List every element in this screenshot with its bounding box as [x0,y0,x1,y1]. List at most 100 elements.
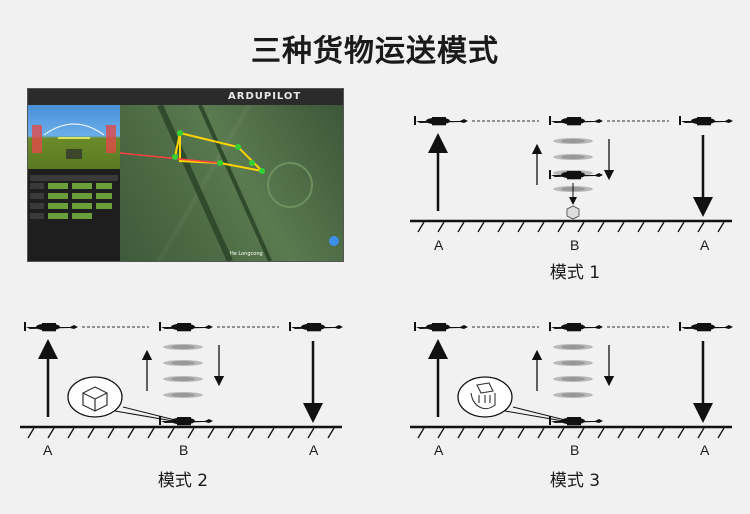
mode-1-ground-hatch [717,221,725,233]
mode-2-ground-hatch [307,427,315,439]
mode-2-ground-hatch [327,427,335,439]
hud-overlay [32,123,116,159]
mode-1-ground-hatch [537,221,545,233]
mode-1-ground-hatch [517,221,525,233]
mode-3-ground-hatch [677,427,685,439]
mode-1-ground-hatch [497,221,505,233]
mode-3-ground-hatch [637,427,645,439]
mode-3-callout-line [512,406,570,422]
mode-1-ground-hatch [597,221,605,233]
mode-2-point-b: B [179,442,189,458]
mode-3-callout-line [504,410,564,422]
mode-2-point-a-right: A [309,442,319,458]
mode-2-ground-hatch [147,427,155,439]
mode-2-drone-landed [159,416,213,426]
mode-1-descent-trail [553,154,593,160]
mode-3-ground-hatch [557,427,565,439]
mode-1-ground-hatch [477,221,485,233]
mode-1-ground-hatch [417,221,425,233]
mode-2-ground-hatch [207,427,215,439]
mode-3-descent-trail [553,344,593,350]
mode-3-ground-hatch [617,427,625,439]
page-title: 三种货物运送模式 [251,34,499,69]
flight-path [119,103,339,261]
mode-3-ground-hatch [517,427,525,439]
mode-3-ground-hatch [717,427,725,439]
mode-1-drone-right [679,116,733,126]
mode-1-point-a-left: A [434,237,444,253]
mode-1-ground-hatch [617,221,625,233]
mode-2-descent-trail [163,344,203,350]
mode-1-point-b: B [570,237,580,253]
mode-3-ground-hatch [477,427,485,439]
mode-2-ground-hatch [87,427,95,439]
mode-3-drone-right [679,322,733,332]
mode-2-ground-hatch [267,427,275,439]
mode-3-ground-hatch [457,427,465,439]
mode-2-descent-trail [163,360,203,366]
mode-3-ground-hatch [657,427,665,439]
mode-3-caption: 模式 3 [549,471,601,491]
mode-3-hand-with-package-icon [476,382,494,394]
mode-1-ground-hatch [437,221,445,233]
mode-2-callout-line [114,410,174,422]
mode-2-descent-trail [163,376,203,382]
mode-3-descent-trail [553,392,593,398]
mode-1-ground-hatch [457,221,465,233]
control-panel [28,169,120,261]
mode-3-drone-center [549,322,603,332]
mode-2-callout-bubble [67,376,123,418]
mode-3-descent-trail [553,360,593,366]
mode-1-drone-center [549,116,603,126]
mode-1-point-a-right: A [700,237,710,253]
mode-3-ground-hatch [697,427,705,439]
mode-1-ground-hatch [637,221,645,233]
mode-3-ground-hatch [537,427,545,439]
map-place-label: He Longcong [230,251,263,257]
mode-3-point-a-left: A [434,442,444,458]
mode-3-ground-hatch [417,427,425,439]
ground-station-screenshot: ARDUPILOT [27,88,344,262]
mode-2-ground-hatch [227,427,235,439]
mode-2-package-icon [82,386,108,412]
mode-3-ground-hatch [577,427,585,439]
toolbar [28,89,343,105]
mode-2-ground-hatch [247,427,255,439]
mode-2-ground-hatch [67,427,75,439]
mode-1-descent-trail [553,138,593,144]
mode-2-callout-line [122,406,180,422]
mode-2-ground-hatch [287,427,295,439]
mode-3-point-a-right: A [700,442,710,458]
mode-1-package-icon [566,205,580,220]
mode-3-drone-landed [549,416,603,426]
mode-2-drone-right [289,322,343,332]
satellite-map: He Longcong [119,103,343,261]
mode-1-ground-hatch [577,221,585,233]
mode-2-descent-trail [163,392,203,398]
mode-2-ground-hatch [167,427,175,439]
mode-3-hand-icon [470,392,496,410]
mode-2-ground-hatch [187,427,195,439]
mode-3-point-b: B [570,442,580,458]
mode-2-point-a-left: A [43,442,53,458]
mode-3-ground-hatch [497,427,505,439]
mode-2-ground-hatch [127,427,135,439]
mode-2-ground-hatch [107,427,115,439]
mode-3-descent-trail [553,376,593,382]
mode-2-ground-hatch [47,427,55,439]
mode-3-ground-hatch [597,427,605,439]
mode-3-drone-left [414,322,468,332]
ardupilot-logo: ARDUPILOT [228,91,302,102]
mode-1-ground-hatch [677,221,685,233]
mode-2-caption: 模式 2 [157,471,209,491]
mode-1-ground-hatch [697,221,705,233]
mode-1-caption: 模式 1 [549,263,601,283]
mode-1-ground-hatch [657,221,665,233]
mode-2-drone-center [159,322,213,332]
mode-2-drone-left [24,322,78,332]
mode-1-ground-hatch [557,221,565,233]
mode-3-ground-hatch [437,427,445,439]
mode-1-drone-left [414,116,468,126]
mode-2-ground-hatch [27,427,35,439]
